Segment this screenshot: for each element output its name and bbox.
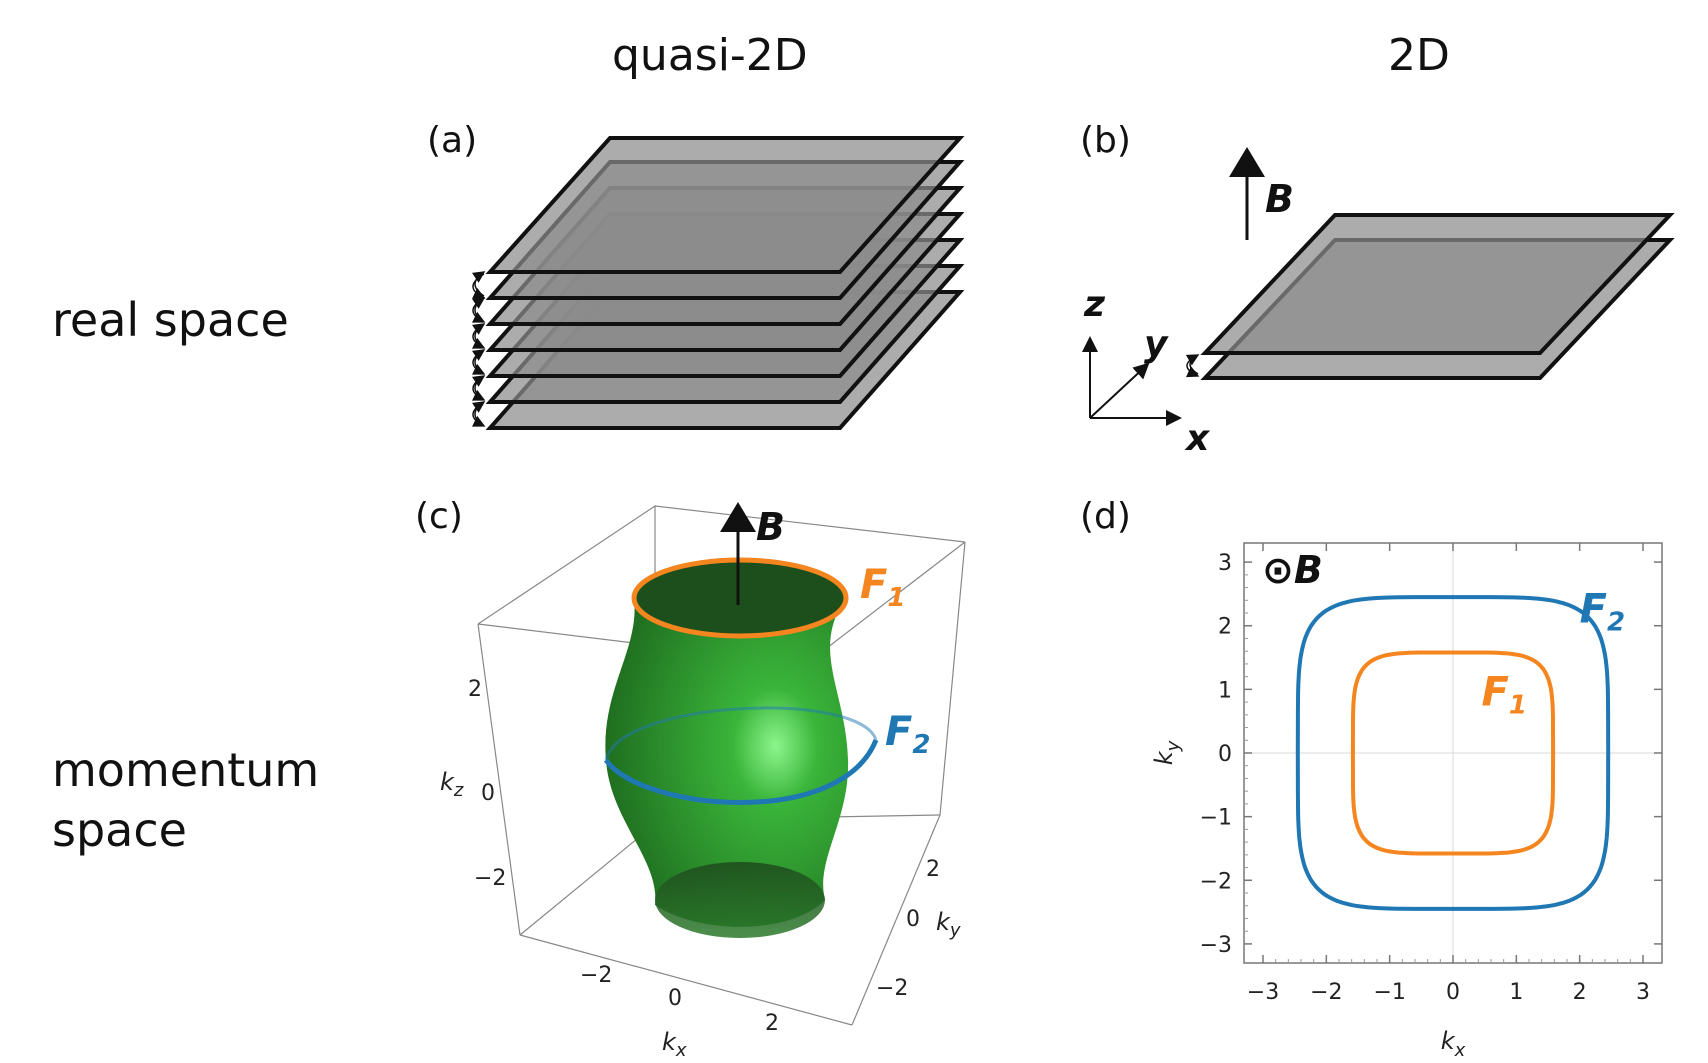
fermi-surface-bottom-cap xyxy=(655,862,825,938)
row-title-space: space xyxy=(52,803,187,857)
x-tick-label: 2 xyxy=(1573,980,1587,1005)
panel-label-b: (b) xyxy=(1080,120,1131,161)
kz-axis-label: kz xyxy=(440,768,464,801)
orbit-label-f2-d: F2 xyxy=(1580,587,1625,638)
row-title-real-space: real space xyxy=(52,293,289,347)
interlayer-hopping-arrows xyxy=(471,271,486,427)
kz-tick-2: 2 xyxy=(468,677,482,702)
panel-label-d: (d) xyxy=(1080,496,1131,537)
x-tick-label: 3 xyxy=(1636,980,1650,1005)
row-title-momentum: momentum xyxy=(52,743,320,797)
y-tick-label: −2 xyxy=(1200,869,1232,894)
extremal-orbit-f2 xyxy=(603,739,879,805)
x-tick-label: 1 xyxy=(1509,980,1523,1005)
y-tick-label: 3 xyxy=(1218,551,1232,576)
axis-label-x: x xyxy=(1184,418,1211,459)
x-axis-label: kx xyxy=(1441,1027,1466,1061)
axis-label-z: z xyxy=(1083,284,1106,325)
ky-axis-label: ky xyxy=(936,908,961,941)
field-label-c: B xyxy=(756,505,785,549)
orbit-label-f1-d: F1 xyxy=(1482,669,1527,720)
field-label-b: B xyxy=(1265,177,1294,221)
kx-axis-label: kx xyxy=(662,1028,687,1061)
contour-f2 xyxy=(1295,595,1611,911)
bilayer-plane-top xyxy=(1200,213,1675,355)
column-title-2d: 2D xyxy=(1388,30,1450,81)
bilayer xyxy=(1200,213,1675,380)
x-tick-label: −3 xyxy=(1247,980,1279,1005)
y-tick-label: 1 xyxy=(1218,678,1232,703)
x-tick-label: −1 xyxy=(1373,980,1405,1005)
orbit-label-f1-c: F1 xyxy=(860,562,905,613)
kz-tick-0: 0 xyxy=(481,781,495,806)
y-tick-label: −3 xyxy=(1200,933,1232,958)
y-tick-label: −1 xyxy=(1200,806,1232,831)
bilayer-hopping-arrows xyxy=(1185,354,1200,378)
orbit-label-f2-c: F2 xyxy=(885,709,930,760)
x-tick-label: 0 xyxy=(1446,980,1460,1005)
axis-label-y: y xyxy=(1144,324,1169,365)
contour-f1 xyxy=(1350,650,1556,856)
panel-label-c: (c) xyxy=(415,496,463,537)
ky-tick-2: 2 xyxy=(926,857,940,882)
kz-tick-neg2: −2 xyxy=(474,866,506,891)
kx-tick-neg2: −2 xyxy=(580,963,612,988)
x-tick-label: −2 xyxy=(1310,980,1342,1005)
extremal-orbit-f1 xyxy=(631,557,849,639)
fermi-surface-top-opening xyxy=(634,560,846,636)
panel-label-a: (a) xyxy=(427,120,478,161)
column-title-quasi-2d: quasi-2D xyxy=(612,30,808,81)
y-axis-label: ky xyxy=(1150,740,1184,765)
ky-tick-neg2: −2 xyxy=(876,976,908,1001)
y-tick-label: 0 xyxy=(1218,742,1232,767)
ky-tick-0: 0 xyxy=(906,907,920,932)
field-label-odot-b: ⊙B xyxy=(1262,548,1323,592)
y-tick-label: 2 xyxy=(1218,615,1232,640)
kx-tick-0: 0 xyxy=(668,986,682,1011)
kx-tick-2: 2 xyxy=(765,1011,779,1036)
coordinate-axes xyxy=(1082,336,1182,426)
layer-stack xyxy=(485,136,965,430)
fermi-surface-body xyxy=(605,598,849,927)
extremal-orbit-f2-back xyxy=(604,706,878,761)
layer-plane-1 xyxy=(485,136,965,274)
